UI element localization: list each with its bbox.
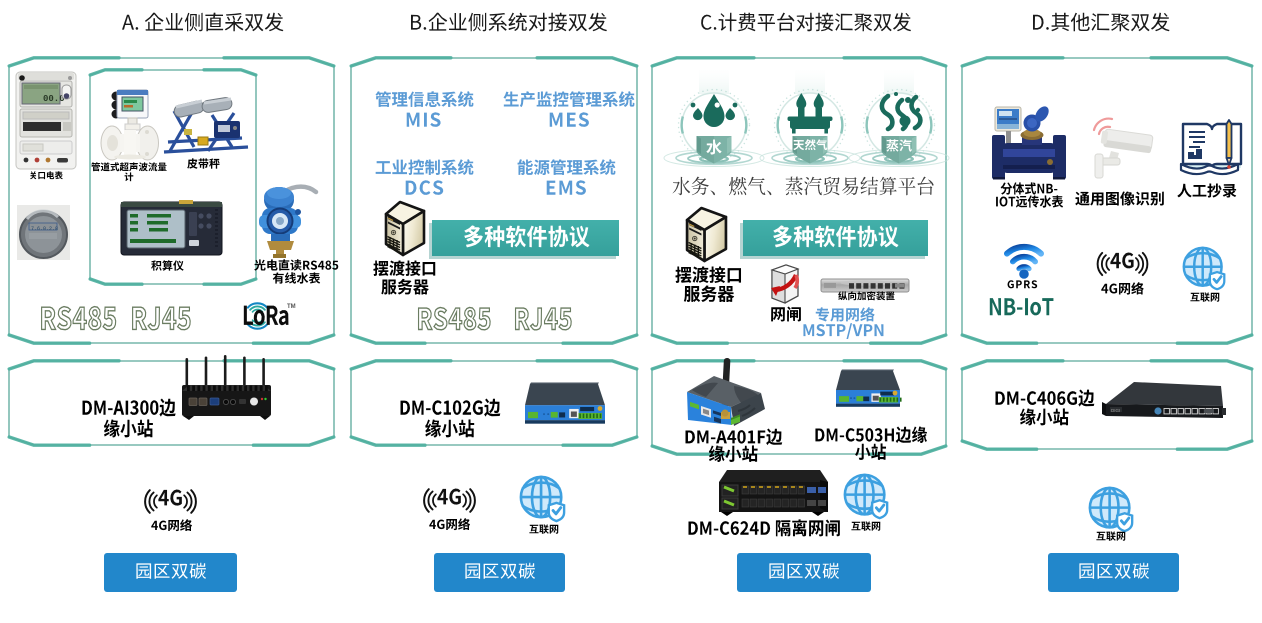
svg-text:DIGI: DIGI xyxy=(1111,408,1120,413)
svg-text:00.0: 00.0 xyxy=(43,94,65,104)
svg-text:7.6.0.2.8: 7.6.0.2.8 xyxy=(31,226,58,232)
